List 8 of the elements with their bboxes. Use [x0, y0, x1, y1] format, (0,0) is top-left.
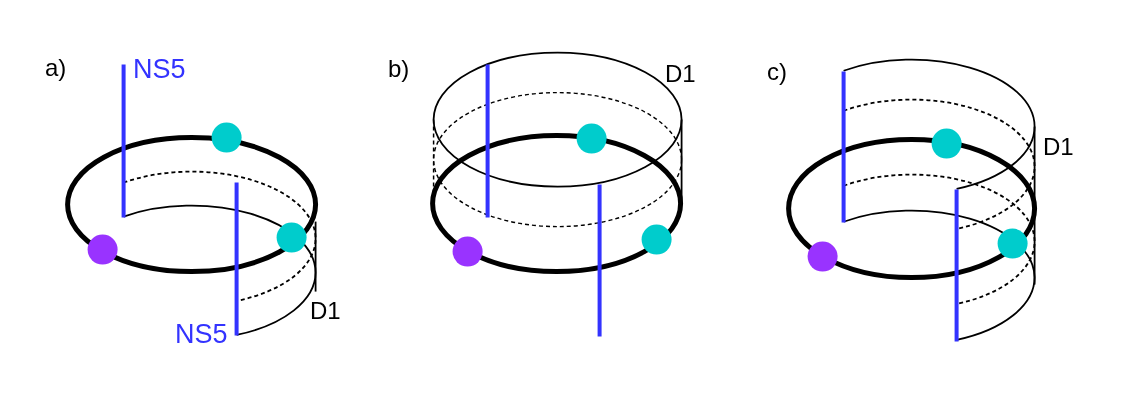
panel-letter: c): [767, 60, 787, 84]
panel-letter: b): [388, 57, 410, 81]
brane-label: D1: [1043, 135, 1074, 159]
brane-label: NS5: [133, 56, 186, 83]
brane-label: D1: [310, 299, 341, 323]
brane-label: D1: [665, 62, 696, 86]
panel-letter: a): [45, 56, 67, 80]
brane-label: NS5: [175, 321, 228, 348]
